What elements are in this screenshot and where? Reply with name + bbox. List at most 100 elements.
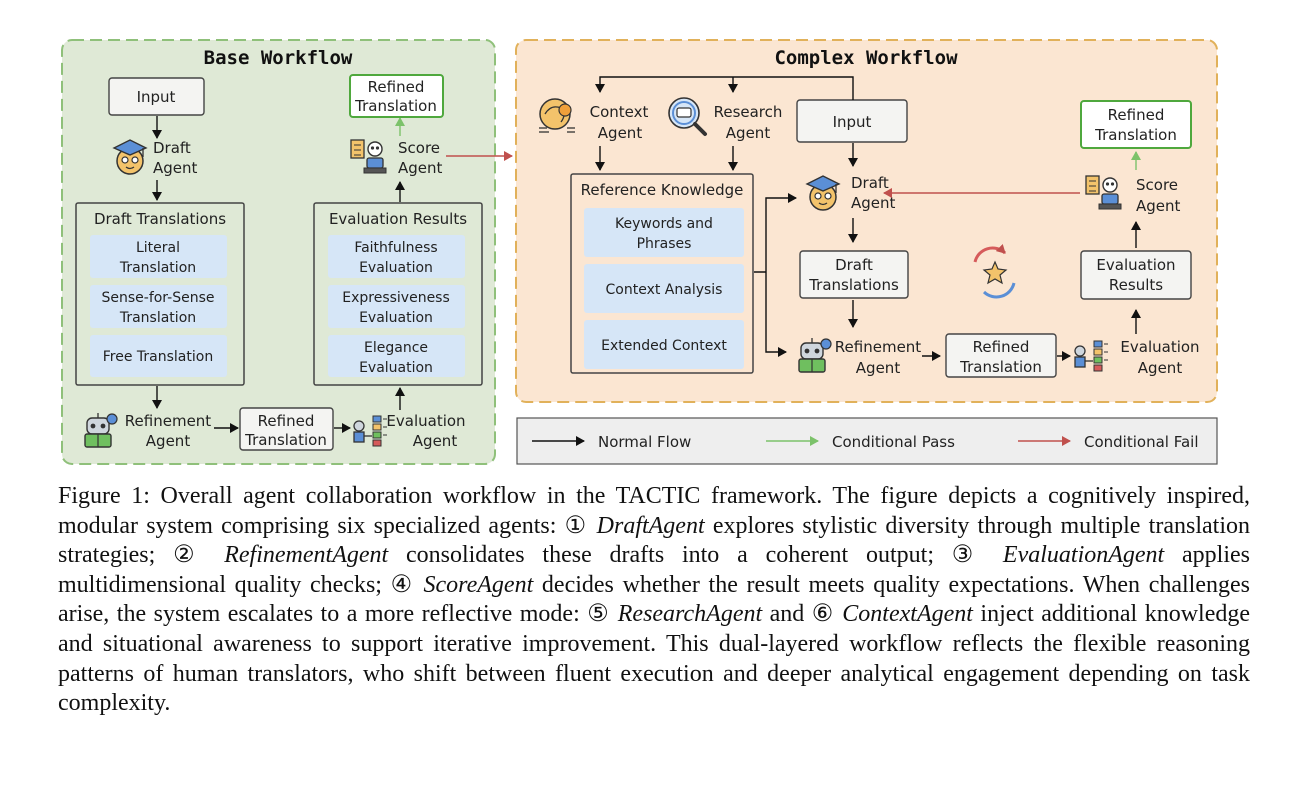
free-translation-label: Free Translation: [103, 349, 213, 365]
caption-evaluation-agent: EvaluationAgent: [1002, 542, 1165, 569]
arrow-reference-to-refinement: [765, 272, 787, 357]
complex-evaluation-results-label-2: Results: [1109, 276, 1163, 294]
complex-refined-translation-label-2: Translation: [959, 358, 1042, 376]
base-draft-agent-label-1: Draft: [153, 139, 191, 157]
complex-evaluation-results-box: [1080, 250, 1192, 300]
figure-caption: Figure 1: Overall agent collaboration wo…: [58, 482, 1250, 719]
caption-draft-agent: DraftAgent: [596, 512, 705, 539]
base-refinement-agent-label-1: Refinement: [125, 412, 212, 430]
extended-context-label: Extended Context: [601, 338, 727, 354]
base-input-label: Input: [137, 88, 176, 106]
context-analysis-item: [584, 264, 744, 313]
complex-refined-output-label-2: Translation: [1094, 126, 1177, 144]
caption-text-1: Overall agent collaboration workflow in …: [58, 483, 1251, 539]
expressiveness-label-1: Expressiveness: [342, 290, 450, 306]
complex-refined-translation-label-1: Refined: [973, 338, 1030, 356]
complex-workflow-title: Complex Workflow: [774, 47, 958, 69]
complex-input-label: Input: [833, 113, 872, 131]
base-draft-agent-label-2: Agent: [153, 159, 198, 177]
arrow-reference-to-draft: [754, 198, 796, 273]
iteration-loop-icon: [973, 243, 1016, 299]
base-refined-output-label-1: Refined: [368, 78, 425, 96]
complex-draft-agent-icon: [806, 175, 840, 211]
caption-text-2: explores stylistic diversity through mul…: [58, 512, 1250, 569]
elegance-label-2: Evaluation: [359, 360, 433, 376]
context-analysis-label: Context Analysis: [606, 282, 723, 298]
complex-draft-translations-label-1: Draft: [835, 256, 873, 274]
free-translation-item: [90, 335, 227, 377]
complex-evaluation-agent-label-2: Agent: [1138, 359, 1183, 377]
arrow-input-to-context: [595, 76, 854, 100]
legend-fail-label: Conditional Fail: [1084, 433, 1199, 451]
reference-knowledge-box: [570, 173, 754, 374]
complex-draft-agent-label-1: Draft: [851, 174, 889, 192]
context-agent-label-2: Agent: [598, 124, 643, 142]
sense-translation-item: [90, 285, 227, 328]
complex-input-box: [796, 99, 908, 143]
elegance-item: [328, 335, 465, 377]
elegance-label-1: Elegance: [364, 340, 428, 356]
base-evaluation-results-title: Evaluation Results: [329, 210, 467, 228]
complex-refined-output-label-1: Refined: [1108, 106, 1165, 124]
caption-text-6: and ⑥: [762, 601, 843, 628]
research-agent-label-2: Agent: [726, 124, 771, 142]
caption-text-5: decides whether the result meets quality…: [58, 571, 1250, 628]
reference-knowledge-title: Reference Knowledge: [581, 181, 744, 199]
complex-draft-translations-label-2: Translations: [808, 276, 899, 294]
keywords-label-2: Phrases: [637, 236, 692, 252]
faithfulness-label-1: Faithfulness: [354, 240, 437, 256]
complex-draft-translations-box: [799, 250, 909, 299]
expressiveness-label-2: Evaluation: [359, 310, 433, 326]
keywords-label-1: Keywords and: [615, 216, 713, 232]
legend-box: [516, 417, 1218, 465]
base-refined-output-box: [349, 74, 444, 118]
literal-translation-label-2: Translation: [119, 260, 196, 276]
complex-evaluation-agent-label-1: Evaluation: [1120, 338, 1199, 356]
caption-refinement-agent: RefinementAgent: [224, 542, 389, 569]
complex-refinement-agent-label-2: Agent: [856, 359, 901, 377]
base-refined-translation-label-1: Refined: [258, 412, 315, 430]
base-evaluation-agent-label-1: Evaluation: [386, 412, 465, 430]
base-score-agent-label-1: Score: [398, 139, 440, 157]
caption-text-4: applies multidimensional quality checks;…: [58, 542, 1251, 598]
legend-pass-label: Conditional Pass: [832, 433, 955, 451]
literal-translation-label-1: Literal: [136, 240, 180, 256]
base-refined-output-label-2: Translation: [354, 97, 437, 115]
expressiveness-item: [328, 285, 465, 328]
caption-research-agent: ResearchAgent: [617, 601, 763, 628]
caption-text-7: inject additional knowledge and situatio…: [58, 601, 1251, 717]
faithfulness-label-2: Evaluation: [359, 260, 433, 276]
base-refinement-agent-label-2: Agent: [146, 432, 191, 450]
complex-refinement-agent-label-1: Refinement: [835, 338, 922, 356]
complex-draft-agent-label-2: Agent: [851, 194, 896, 212]
caption-label: Figure 1:: [58, 483, 150, 509]
draft-agent-icon: [113, 139, 147, 175]
faithfulness-item: [328, 235, 465, 278]
base-evaluation-agent-label-2: Agent: [413, 432, 458, 450]
base-draft-translations-title: Draft Translations: [94, 210, 226, 228]
caption-context-agent: ContextAgent: [842, 601, 973, 628]
base-refined-translation-box: [239, 407, 334, 451]
extended-context-item: [584, 320, 744, 369]
sense-translation-label-2: Translation: [119, 310, 196, 326]
complex-score-agent-label-1: Score: [1136, 176, 1178, 194]
keywords-item: [584, 208, 744, 257]
research-agent-label-1: Research: [714, 103, 783, 121]
base-evaluation-results-box: [313, 202, 483, 386]
base-draft-translations-box: [75, 202, 245, 386]
legend-normal-label: Normal Flow: [598, 433, 691, 451]
caption-text-3: consolidates these drafts into a coheren…: [388, 542, 1003, 569]
complex-refined-translation-box: [945, 333, 1057, 378]
context-agent-label-1: Context: [590, 103, 649, 121]
base-input-box: [108, 77, 205, 116]
sense-translation-label-1: Sense-for-Sense: [101, 290, 214, 306]
complex-refined-output-box: [1080, 100, 1192, 149]
literal-translation-item: [90, 235, 227, 278]
workflow-diagram: Base Workflow Input Draft Agent Draft Tr…: [61, 39, 1218, 465]
base-refined-translation-label-2: Translation: [244, 431, 327, 449]
complex-score-agent-label-2: Agent: [1136, 197, 1181, 215]
complex-evaluation-results-label-1: Evaluation: [1096, 256, 1175, 274]
base-score-agent-label-2: Agent: [398, 159, 443, 177]
base-workflow-title: Base Workflow: [204, 47, 353, 69]
caption-score-agent: ScoreAgent: [423, 571, 534, 598]
